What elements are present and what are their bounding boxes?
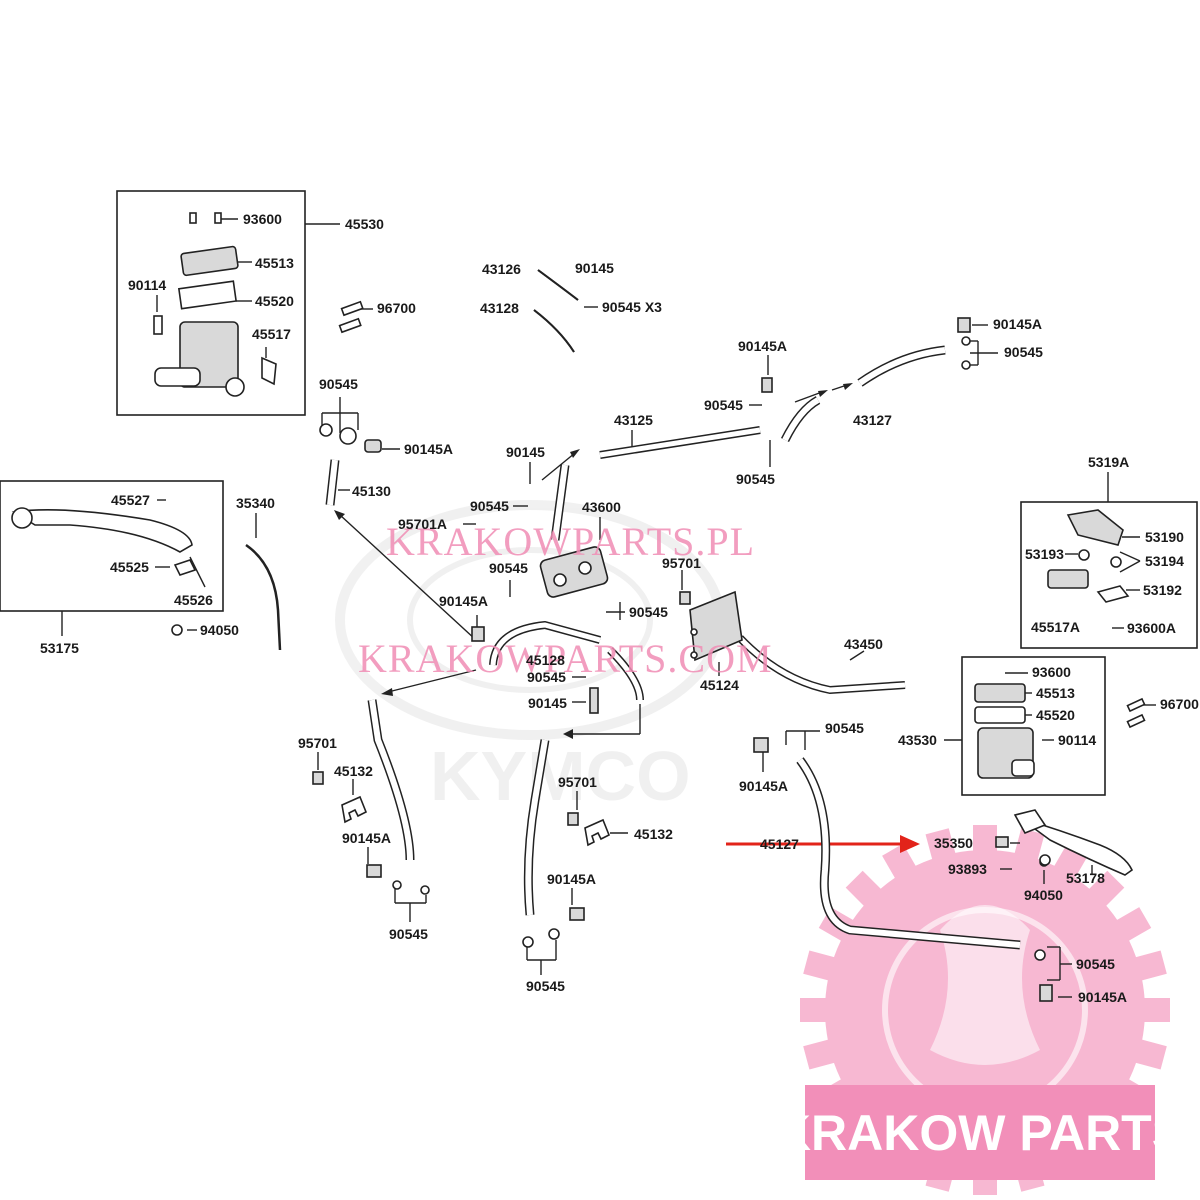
part-number-label: 95701	[662, 555, 701, 571]
part-labels: 45530 93600 45513 90114 45520 45517 9670…	[40, 211, 1199, 1005]
part-number-label: 90545 X3	[602, 299, 662, 315]
part-number-label: 53192	[1143, 582, 1182, 598]
part-number-label: 53178	[1066, 870, 1105, 886]
lever-parts-5319A	[1047, 509, 1130, 603]
part-number-label: 96700	[377, 300, 416, 316]
part-number-label: 35350	[934, 835, 973, 851]
master-cylinder-left	[153, 212, 277, 397]
part-number-label: 90545	[1004, 344, 1043, 360]
part-number-label: 95701	[298, 735, 337, 751]
clamps	[341, 795, 611, 847]
part-number-label: 90145A	[1078, 989, 1127, 1005]
bracket-45124	[689, 590, 743, 662]
master-cylinder-box-right	[961, 656, 1106, 796]
part-number-label: 90114	[128, 277, 166, 293]
svg-text:KYMCO: KYMCO	[430, 737, 691, 815]
part-number-label: 90545	[527, 669, 566, 685]
part-number-label: 94050	[200, 622, 239, 638]
watermark-top: KRAKOWPARTS.PL	[386, 519, 755, 564]
leader-lines	[61, 218, 1156, 998]
part-number-label: 93600A	[1127, 620, 1176, 636]
part-number-label: 90145	[528, 695, 567, 711]
part-number-label: 5319A	[1088, 454, 1129, 470]
part-number-label: 95701	[558, 774, 597, 790]
master-cylinder-box-left	[116, 190, 306, 416]
part-number-label: 45130	[352, 483, 391, 499]
part-number-label: 90145	[506, 444, 545, 460]
part-number-label: 45517A	[1031, 619, 1080, 635]
kymco-background-logo: KYMCO	[335, 500, 725, 815]
part-number-label: 43530	[898, 732, 937, 748]
part-number-label: 94050	[1024, 887, 1063, 903]
part-number-label: 53190	[1145, 529, 1184, 545]
part-number-label: 90545	[1076, 956, 1115, 972]
part-number-label: 43127	[853, 412, 892, 428]
bolt-96700-top	[338, 300, 364, 334]
part-number-label: 53193	[1025, 546, 1064, 562]
part-number-label: 45513	[255, 255, 294, 271]
master-cylinder-right	[974, 683, 1146, 779]
part-number-label: 45124	[700, 677, 739, 693]
part-number-label: 90145	[575, 260, 614, 276]
part-number-label: 45128	[526, 652, 565, 668]
brake-lever-left	[11, 507, 197, 576]
part-number-label: 90145A	[404, 441, 453, 457]
part-number-label: 45530	[345, 216, 384, 232]
part-number-label: 53194	[1145, 553, 1184, 569]
part-number-label: 45127	[760, 836, 799, 852]
part-number-label: 45520	[1036, 707, 1075, 723]
part-number-label: 93600	[243, 211, 282, 227]
small-hardware	[171, 317, 1053, 1002]
part-number-label: 90545	[319, 376, 358, 392]
hoses	[245, 269, 1021, 950]
part-number-label: 90545	[389, 926, 428, 942]
part-number-label: 93893	[948, 861, 987, 877]
part-number-label: 45526	[174, 592, 213, 608]
highlight-arrow	[726, 835, 920, 853]
part-number-label: 90145A	[993, 316, 1042, 332]
part-number-label: 45513	[1036, 685, 1075, 701]
part-number-label: 90545	[736, 471, 775, 487]
part-number-label: 43125	[614, 412, 653, 428]
part-number-label: 90145A	[547, 871, 596, 887]
part-number-label: 90145A	[342, 830, 391, 846]
part-number-label: 90145A	[739, 778, 788, 794]
part-number-label: 45520	[255, 293, 294, 309]
part-number-label: 90545	[526, 978, 565, 994]
part-number-label: 90545	[704, 397, 743, 413]
part-number-label: 43450	[844, 636, 883, 652]
part-number-label: 45132	[334, 763, 373, 779]
part-number-label: 90545	[470, 498, 509, 514]
part-number-label: 45517	[252, 326, 291, 342]
part-number-label: 90114	[1058, 732, 1096, 748]
part-number-label: 45527	[111, 492, 150, 508]
part-number-label: 90545	[825, 720, 864, 736]
part-number-label: 96700	[1160, 696, 1199, 712]
watermark-middle: KRAKOWPARTS.COM	[358, 636, 773, 681]
part-number-label: 95701A	[398, 516, 447, 532]
brand-banner-text: KRAKOW PARTS	[775, 1105, 1185, 1161]
part-number-label: 45525	[110, 559, 149, 575]
lever-box-left	[0, 480, 224, 612]
part-number-label: 45132	[634, 826, 673, 842]
part-number-label: 90545	[629, 604, 668, 620]
part-number-label: 43600	[582, 499, 621, 515]
lever-box-right	[1020, 501, 1198, 649]
part-number-label: 90145A	[738, 338, 787, 354]
valve-block-43600	[539, 546, 609, 598]
direction-arrows	[334, 383, 853, 739]
part-number-label: 35340	[236, 495, 275, 511]
part-number-label: 43126	[482, 261, 521, 277]
part-number-label: 93600	[1032, 664, 1071, 680]
part-number-label: 90145A	[439, 593, 488, 609]
part-number-label: 90545	[489, 560, 528, 576]
krakow-parts-gear-logo: KRAKOW PARTS	[775, 825, 1185, 1195]
part-number-label: 43128	[480, 300, 519, 316]
part-number-label: 53175	[40, 640, 79, 656]
